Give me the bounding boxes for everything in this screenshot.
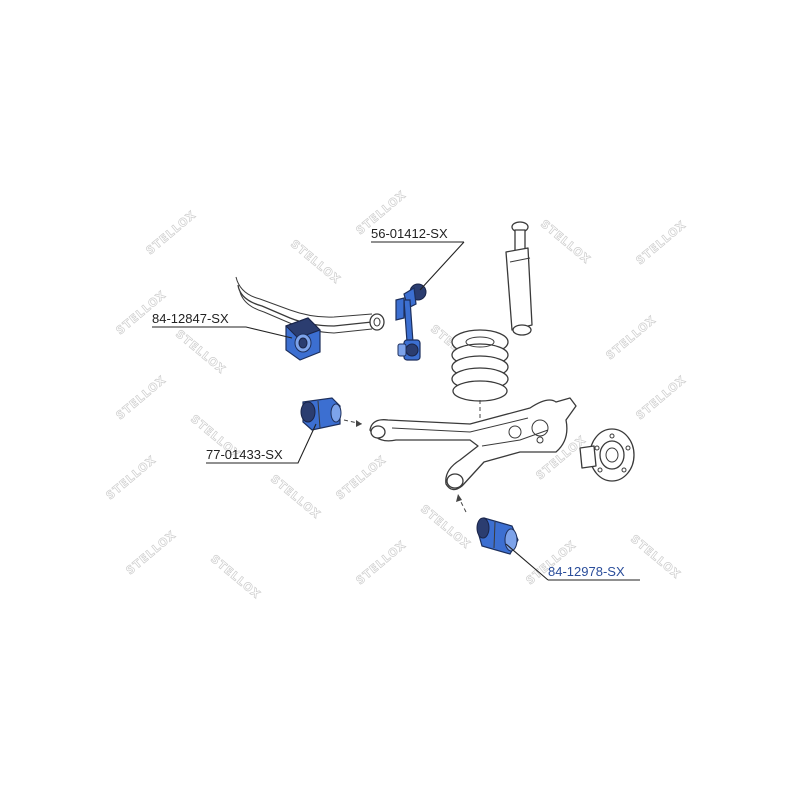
watermark: STELLOX — [628, 532, 683, 581]
stabilizer-bushing — [285, 317, 321, 361]
watermark: STELLOX — [634, 373, 689, 422]
watermark: STELLOX — [538, 217, 593, 266]
label-stabilizer-link: 56-01412-SX — [371, 226, 448, 241]
watermark: STELLOX — [173, 327, 228, 376]
watermark: STELLOX — [144, 208, 199, 257]
watermark: STELLOX — [288, 237, 343, 286]
watermark: STELLOX — [354, 538, 409, 587]
watermark-layer: STELLOX STELLOX STELLOX STELLOX STELLOX … — [103, 188, 689, 602]
watermark: STELLOX — [208, 552, 263, 601]
watermark: STELLOX — [104, 453, 159, 502]
label-rear-arm-bushing: 84-12978-SX — [548, 564, 625, 579]
front-arm-bushing — [300, 397, 363, 431]
stabilizer-link — [395, 283, 427, 361]
watermark: STELLOX — [114, 373, 169, 422]
watermark: STELLOX — [334, 453, 389, 502]
watermark: STELLOX — [124, 528, 179, 577]
watermark: STELLOX — [634, 218, 689, 267]
leader-lines — [152, 241, 640, 581]
label-stabilizer-bushing: 84-12847-SX — [152, 311, 229, 326]
shock-absorber — [505, 221, 533, 336]
label-front-arm-bushing: 77-01433-SX — [206, 447, 283, 462]
trailing-arm — [369, 397, 577, 491]
watermark: STELLOX — [268, 472, 323, 521]
wheel-hub — [579, 428, 635, 482]
coil-spring — [451, 329, 509, 428]
watermark: STELLOX — [604, 313, 659, 362]
